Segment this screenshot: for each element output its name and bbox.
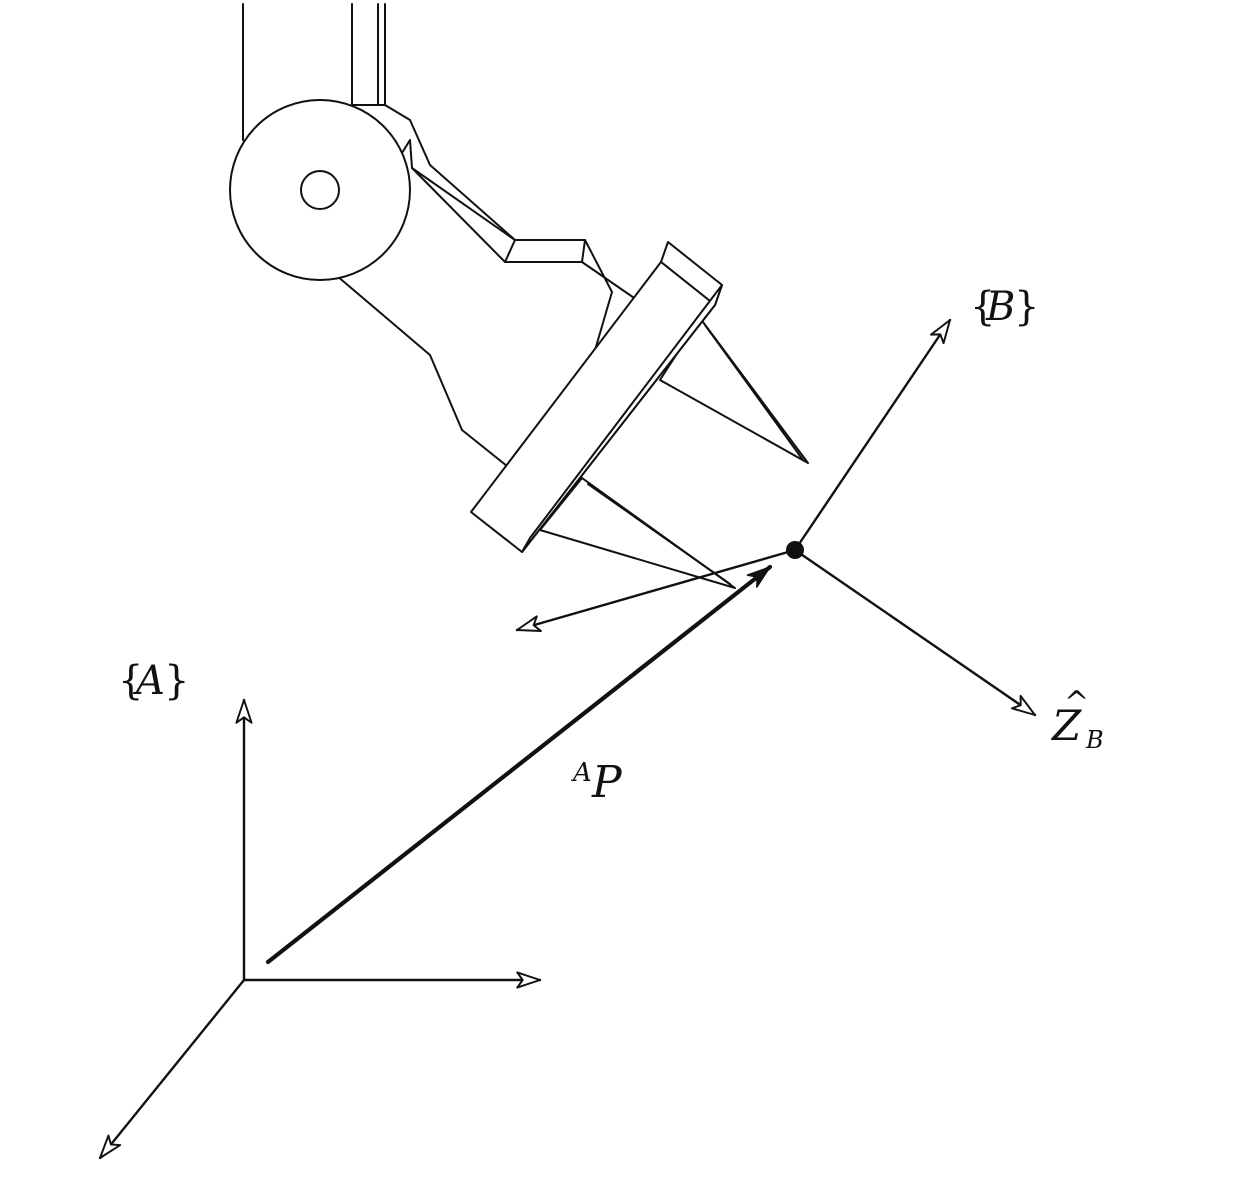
gripper-finger-front — [539, 477, 736, 589]
frame-b-letter: B — [985, 284, 1015, 330]
frame-b-axes — [515, 318, 1037, 717]
frame-a-letter: A — [132, 658, 165, 704]
frame-b-z-axis — [793, 548, 1037, 717]
frame-a-brace-open: { — [118, 658, 143, 704]
wrist-joint-pin — [300, 170, 340, 210]
frame-b-origin-dot — [786, 541, 804, 559]
gripper-plate-side — [521, 284, 723, 553]
frame-b-up-axis — [793, 318, 952, 552]
frame-a-label: { A } — [118, 658, 189, 704]
wrist-bevel — [384, 104, 641, 303]
vector-ap-label: A P — [571, 757, 623, 808]
vector-ap-superscript: A — [571, 758, 592, 788]
z-b-label: ^ Z B — [1050, 685, 1104, 754]
gripper-finger-front-edge — [587, 483, 731, 585]
frame-a-brace-close: } — [164, 658, 189, 704]
frame-b-brace-close: } — [1014, 284, 1039, 330]
gripper-finger-rear-edge — [704, 324, 804, 461]
frame-a-axes — [98, 698, 542, 1160]
vector-ap-letter: P — [591, 757, 623, 808]
robot-arm — [229, 3, 809, 589]
frame-b-label: { B } — [970, 284, 1039, 330]
position-vector-ap — [265, 564, 773, 965]
z-b-letter: Z — [1050, 701, 1082, 750]
z-b-hat: ^ — [1064, 685, 1089, 720]
frame-b-left-axis — [515, 548, 797, 632]
frame-a-z-axis — [98, 978, 246, 1160]
z-b-subscript: B — [1085, 726, 1104, 754]
frame-b-brace-open: { — [970, 284, 995, 330]
arm-upper-link — [242, 3, 386, 141]
